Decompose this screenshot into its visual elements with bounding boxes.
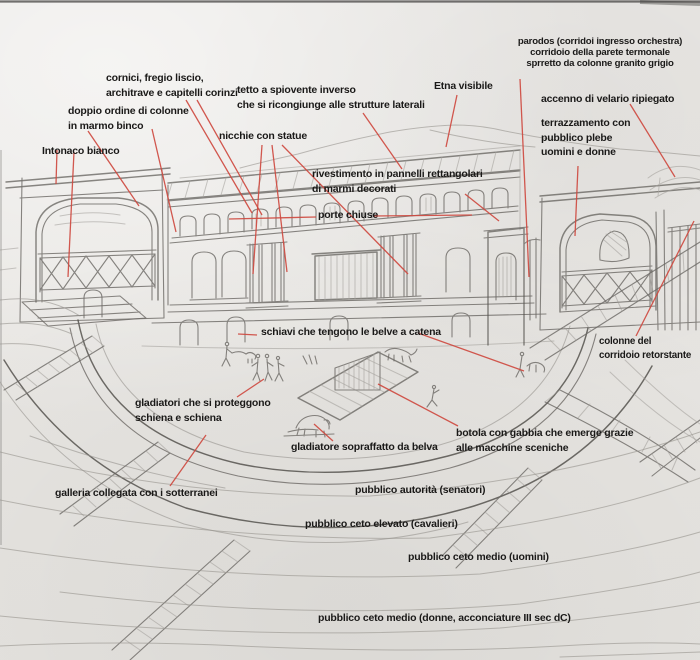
label-intonaco: Intonaco bianco xyxy=(42,145,120,157)
versura-tower xyxy=(483,226,541,346)
label-gladiatore-belva: gladiatore sopraffatto da belva xyxy=(291,441,438,453)
central-scaena xyxy=(141,145,555,350)
etna-outline xyxy=(239,124,700,169)
annotation-line-nicchie-b xyxy=(271,144,288,273)
annotation-line-velario xyxy=(629,103,676,178)
label-pubblico-donne: pubblico ceto medio (donne, acconciature… xyxy=(318,612,571,624)
annotation-line-porte-right xyxy=(372,214,473,217)
stage-building xyxy=(0,145,700,350)
seating-row-arcs xyxy=(0,431,700,658)
annotation-line-galleria xyxy=(169,434,207,487)
annotation-line-rivestimento xyxy=(464,193,500,222)
right-pavilion xyxy=(539,165,700,331)
annotation-line-nicchie-c xyxy=(281,144,409,275)
label-nicchie: nicchie con statue xyxy=(219,130,308,142)
annotation-line-intonaco-a xyxy=(55,149,58,185)
label-gladiatori: gladiatori che si proteggono schiena e s… xyxy=(135,397,271,424)
radial-stairs xyxy=(3,241,700,660)
label-parodos: parodos (corridoi ingresso orchestra) co… xyxy=(517,36,683,69)
arena-figures xyxy=(221,341,546,438)
label-rivestimento: rivestimento in pannelli rettangolari di… xyxy=(312,168,483,195)
label-terrazzamento: terrazzamento con pubblico plebe uomini … xyxy=(541,117,631,158)
label-pubblico-uomini: pubblico ceto medio (uomini) xyxy=(408,551,549,563)
label-cornici: cornici, fregio liscio, architrave e cap… xyxy=(106,72,238,99)
annotation-line-etna xyxy=(445,94,458,148)
label-pubblico-senatori: pubblico autorità (senatori) xyxy=(355,484,486,496)
annotation-line-intonaco-b xyxy=(67,151,75,278)
annotation-line-doppio-b xyxy=(151,128,177,233)
label-porte-chiuse: porte chiuse xyxy=(318,209,379,221)
annotation-line-parodos xyxy=(519,78,530,278)
label-etna: Etna visibile xyxy=(434,80,493,92)
label-colonne-corridoio: colonne del corridoio retorstante xyxy=(599,336,692,361)
label-velario: accenno di velario ripiegato xyxy=(541,93,675,105)
annotation-line-schiavi-left xyxy=(237,333,258,336)
arena xyxy=(0,295,653,543)
label-schiavi: schiavi che tengono le belve a catena xyxy=(261,326,441,338)
annotation-lines xyxy=(55,78,695,487)
annotation-line-colonne-corridoio xyxy=(635,220,695,337)
annotation-line-doppio-a xyxy=(87,130,140,207)
annotation-line-nicchie-a xyxy=(252,144,263,275)
arena-trapdoor-ramp xyxy=(297,351,419,421)
label-galleria: galleria collegata con i sotterranei xyxy=(55,487,218,499)
annotation-line-tetto xyxy=(362,112,403,170)
annotation-line-cornici-a xyxy=(185,99,253,214)
label-tetto: tetto a spiovente inverso che si ricongi… xyxy=(237,84,425,111)
annotation-line-schiavi-right xyxy=(417,332,525,372)
label-pubblico-cavalieri: pubblico ceto elevato (cavalieri) xyxy=(305,518,458,530)
label-doppio-ordine: doppio ordine di colonne in marmo binco xyxy=(68,105,189,132)
label-botola: botola con gabbia che emerge grazie alle… xyxy=(456,427,634,454)
annotation-line-gladiatore-belva xyxy=(313,423,334,442)
left-pavilion xyxy=(0,167,171,323)
annotation-line-terrazzamento xyxy=(574,165,579,237)
cavea-seating xyxy=(0,241,700,660)
annotation-line-gladiatori xyxy=(236,378,265,398)
annotation-line-cornici-b xyxy=(196,99,263,216)
annotation-line-botola xyxy=(377,383,459,427)
photo-edge-lines xyxy=(0,0,700,545)
annotation-line-porte-left xyxy=(228,216,317,220)
